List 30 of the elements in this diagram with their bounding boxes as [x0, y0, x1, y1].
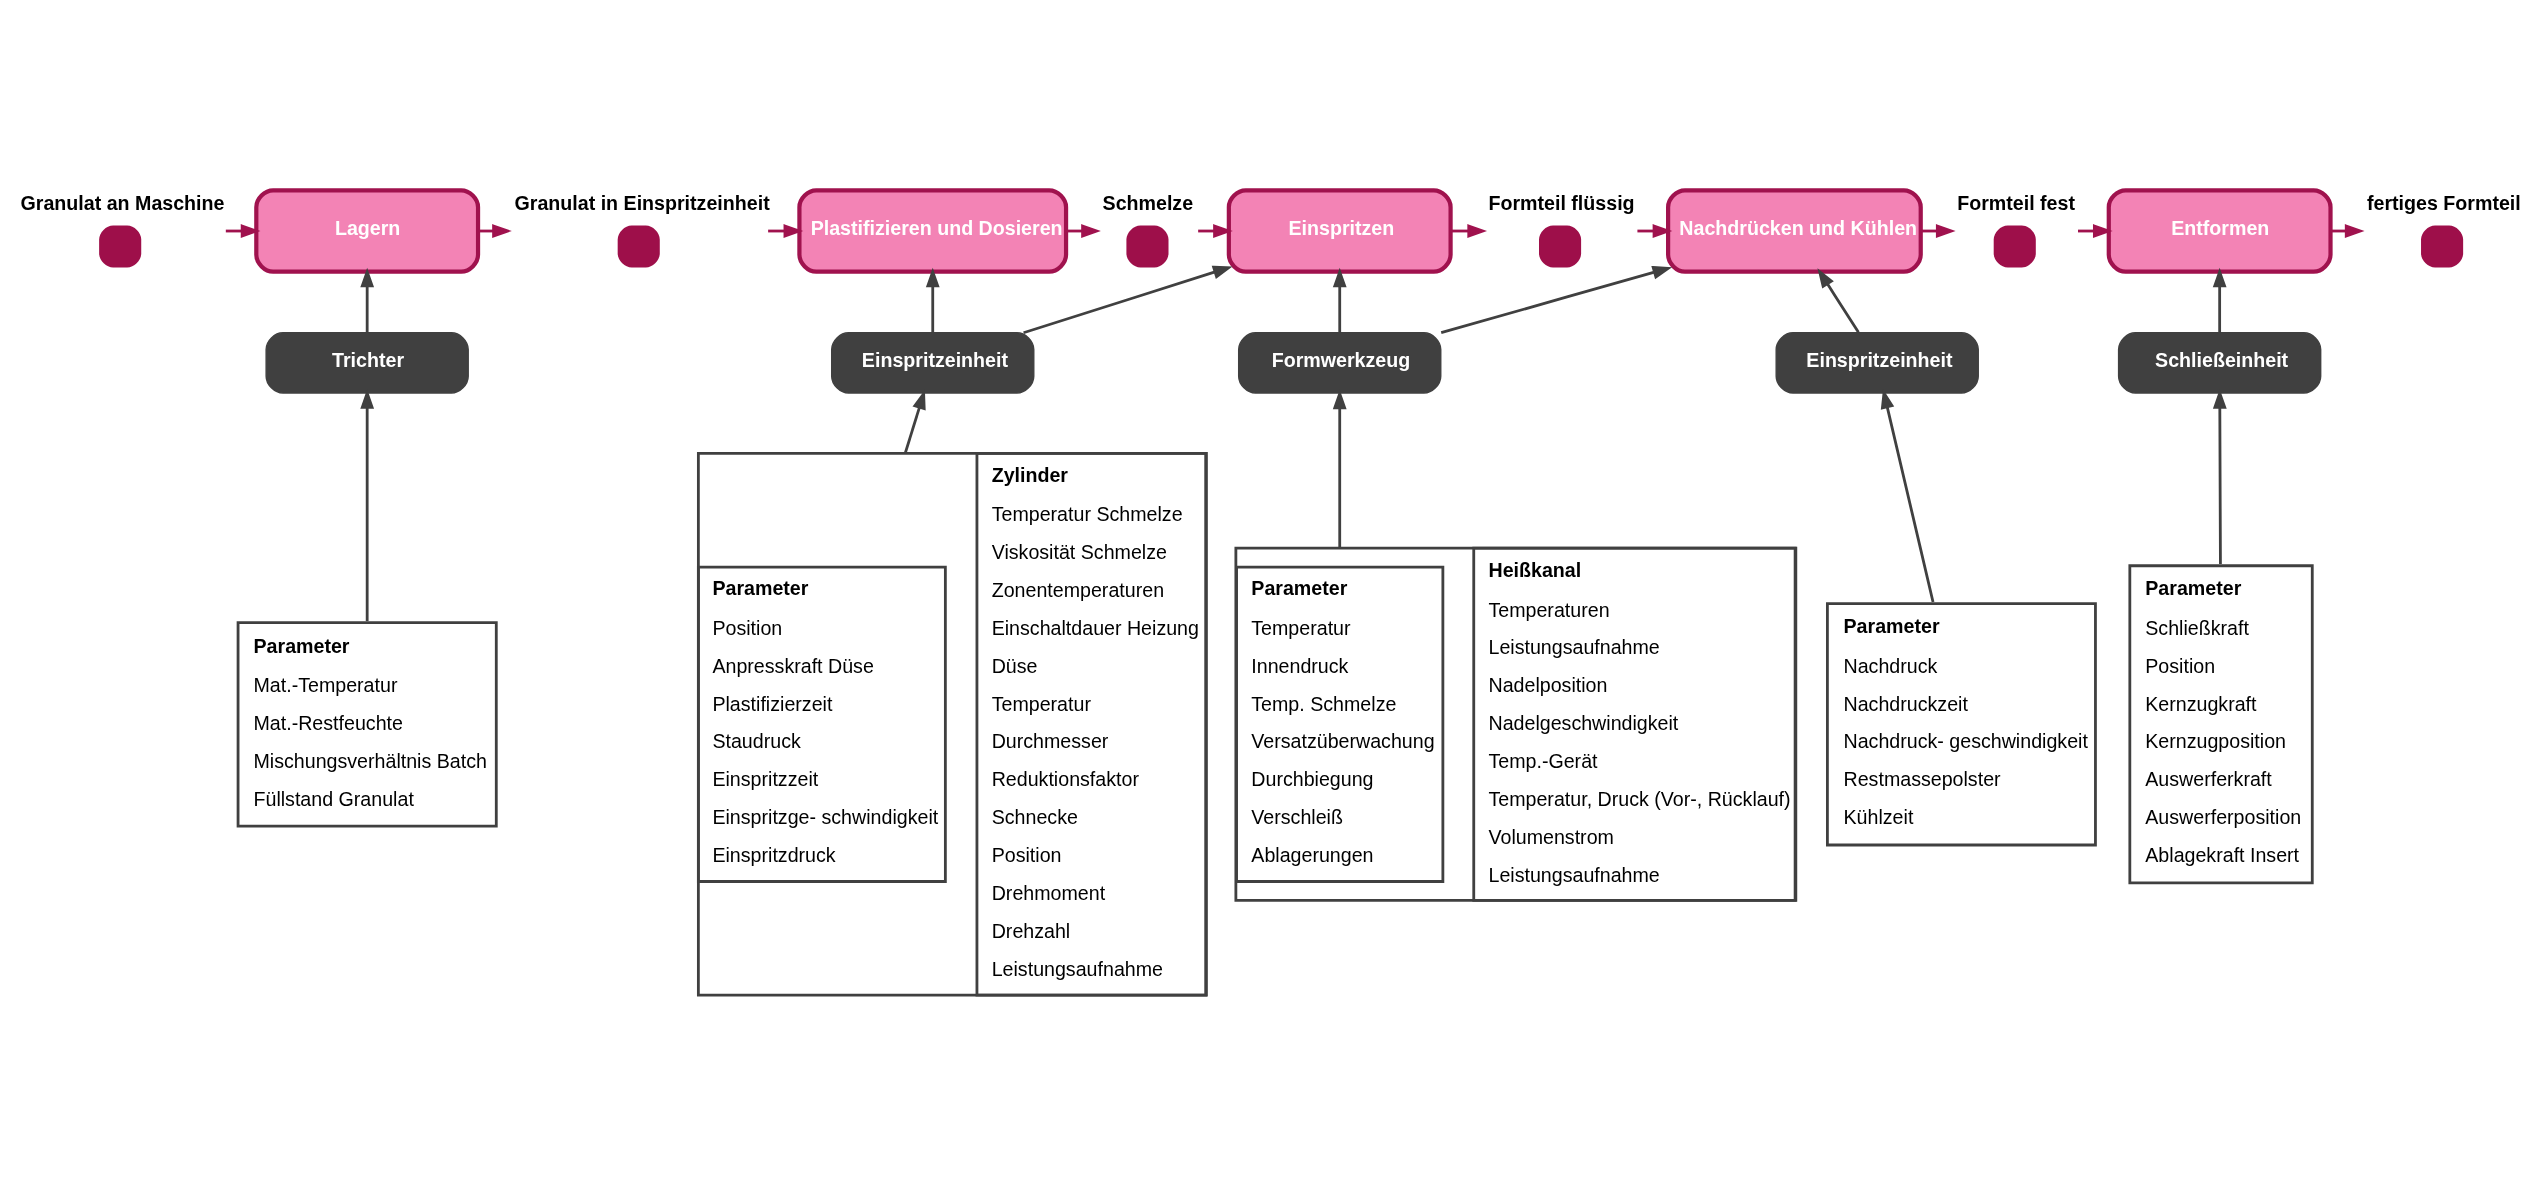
- node-box: Plastifizieren und Dosieren: [797, 188, 1069, 274]
- node-box: Heißkanal Temperaturen Leistungsaufnahme Nadelposition Nadelgeschwindigkeit Temp.-Gerät Temperatur, Druck (Vor-, Rücklauf) Volumenstrom Leistungsaufnahme: [1472, 546, 1797, 902]
- node-label: Granulat an Maschine: [20, 192, 225, 215]
- arrow: [1817, 268, 1860, 333]
- arrow: [925, 267, 940, 333]
- arrow: [2212, 267, 2227, 333]
- arrow: [1023, 265, 1233, 335]
- node-box: Parameter Schließkraft Position Kernzugkraft Kernzugposition Auswerferkraft Auswerferposition Ablagekraft Insert: [2128, 564, 2314, 885]
- node-box: Parameter Nachdruck Nachdruckzeit Nachdruck- geschwindigkeit Restmassepolster Kühlzeit: [1826, 602, 2097, 847]
- node-box: Lagern: [254, 188, 481, 274]
- node-box: Einspritzeinheit: [831, 332, 1035, 394]
- arrow: [1440, 265, 1673, 335]
- node-label: Formteil fest: [1957, 192, 2075, 215]
- node-box: Trichter: [265, 332, 469, 394]
- node-box: Parameter Position Anpresskraft Düse Plastifizierzeit Staudruck Einspritzzeit Einspritzge- schwindigkeit Einspritzdruck: [696, 565, 947, 883]
- arrow: [1332, 267, 1347, 333]
- node-box: Einspritzeinheit: [1775, 332, 1979, 394]
- node-box: Formwerkzeug: [1238, 332, 1442, 394]
- node-label: Schmelze: [1102, 192, 1194, 215]
- node-box: Parameter Mat.-Temperatur Mat.-Restfeuchte Mischungsverhältnis Batch Füllstand Granulat: [236, 621, 498, 828]
- node-box: Zylinder Temperatur Schmelze Viskosität Schmelze Zonentemperaturen Einschaltdauer Heizung Düse Temperatur Durchmesser Reduktionsfaktor Schnecke Position Drehmoment Drehzahl Leistungsaufnahme: [975, 452, 1208, 997]
- node-box: Entformen: [2106, 188, 2333, 274]
- node-label: Granulat in Einspritzeinheit: [514, 192, 770, 215]
- node-box: Einspritzen: [1226, 188, 1453, 274]
- arrow: [360, 267, 375, 333]
- node-box: Nachdrücken und Kühlen: [1666, 188, 1923, 274]
- node-box: Schließeinheit: [2117, 332, 2322, 394]
- node-label: Formteil flüssig: [1488, 192, 1635, 215]
- node-box: Parameter Temperatur Innendruck Temp. Schmelze Versatzüberwachung Durchbiegung Verschleiß Ablagerungen: [1235, 565, 1445, 883]
- node-label: fertiges Formteil: [2367, 192, 2521, 215]
